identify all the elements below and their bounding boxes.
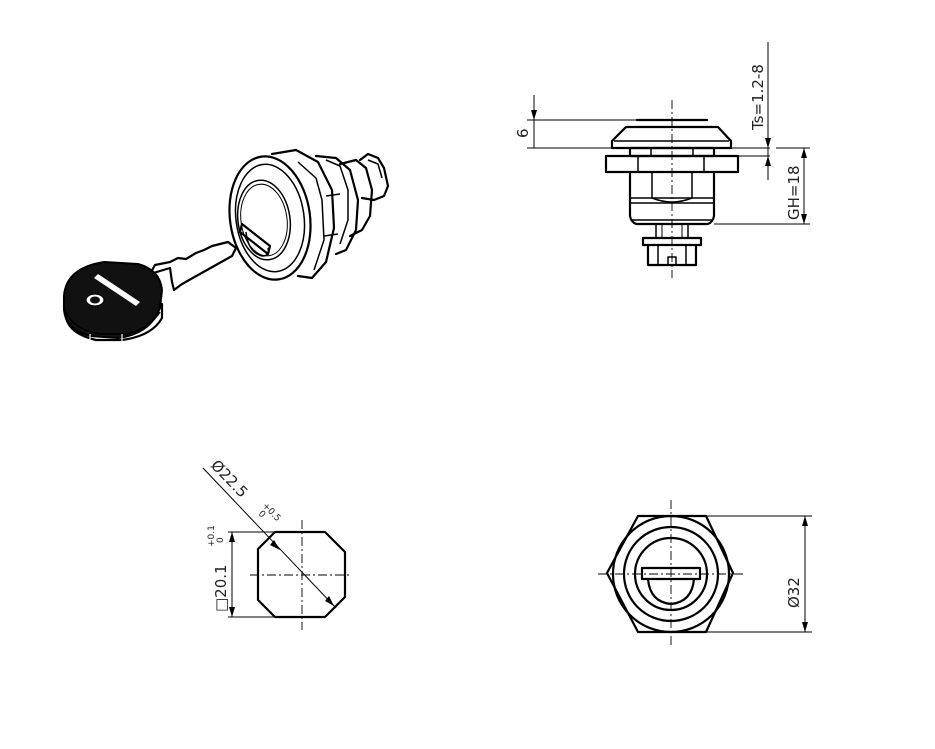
outer-diameter-dimension: Ø32 bbox=[785, 577, 803, 608]
isometric-view bbox=[62, 148, 390, 342]
key-illustration bbox=[62, 240, 238, 342]
svg-text:0: 0 bbox=[256, 509, 267, 520]
cutout-square-tol-upper: +0.1 bbox=[207, 525, 217, 547]
housing-height-dimension: GH=18 bbox=[785, 165, 803, 220]
lock-illustration bbox=[228, 148, 390, 281]
side-view: 6 Ts=1.2-8 GH=18 bbox=[514, 42, 810, 278]
cutout-diameter-tol-lower: 0 bbox=[256, 509, 267, 520]
front-view: Ø32 bbox=[598, 500, 812, 648]
cutout-square-tol-lower: 0 bbox=[216, 537, 226, 543]
cutout-square-dimension: □20.1 bbox=[212, 564, 230, 612]
material-thickness-dimension: Ts=1.2-8 bbox=[749, 64, 767, 131]
head-height-dimension: 6 bbox=[514, 128, 532, 138]
panel-cutout-view: Ø22.5 +0.5 0 □20.1 +0.1 0 bbox=[202, 456, 350, 630]
